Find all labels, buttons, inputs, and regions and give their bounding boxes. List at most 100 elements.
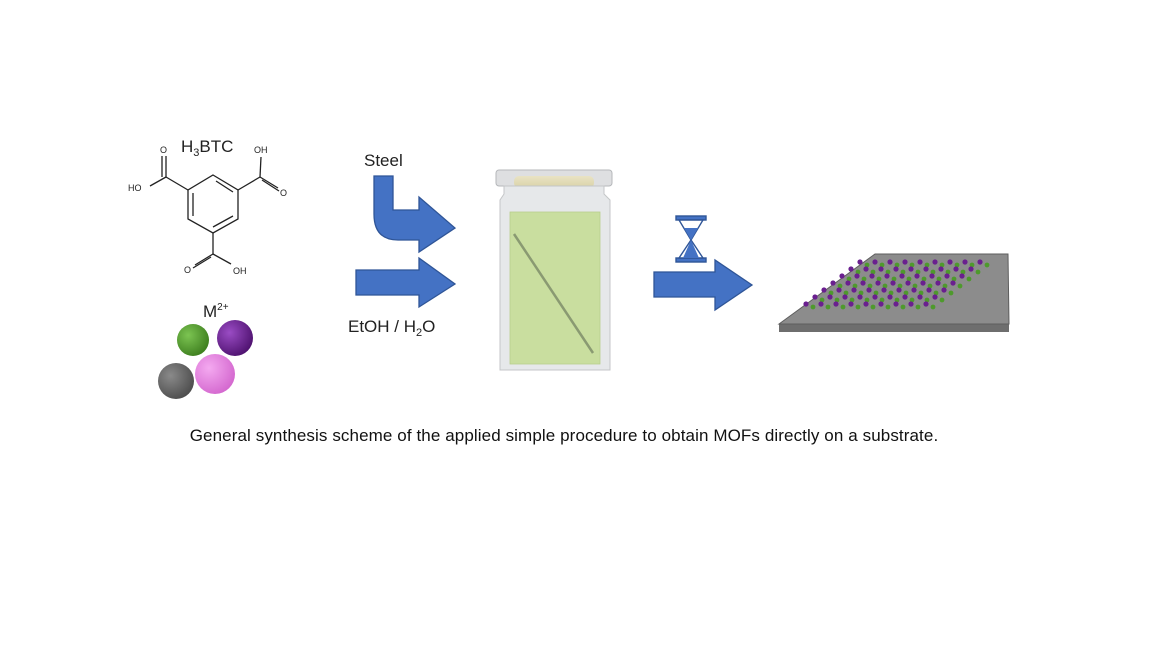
mof-node-purple [917,294,923,300]
mof-node-purple [920,280,926,286]
mof-node-purple [968,266,974,272]
mof-node-purple [878,266,884,272]
mof-node-purple [935,280,941,286]
mof-node-purple [902,294,908,300]
mof-node-purple [878,301,884,307]
mof-node-green [939,262,945,268]
mof-node-green [933,290,939,296]
mof-node-purple [812,294,818,300]
mof-node-green [930,269,936,275]
mof-node-purple [875,280,881,286]
mof-node-green [903,290,909,296]
metal-label: M2+ [203,302,229,321]
mof-node-purple [905,280,911,286]
mof-node-green [864,262,870,268]
mof-node-green [945,269,951,275]
mof-node-purple [950,280,956,286]
mof-node-green [954,262,960,268]
mof-node-purple [848,266,854,272]
mof-node-green [918,290,924,296]
mof-node-purple [842,294,848,300]
oh-bottom: OH [233,266,247,276]
mof-node-green [870,304,876,310]
mof-node-purple [944,273,950,279]
mof-node-purple [863,266,869,272]
h3btc-molecule [149,156,280,269]
mof-node-purple [899,273,905,279]
mof-node-purple [932,259,938,265]
mof-node-purple [938,266,944,272]
mof-node-green [891,276,897,282]
mof-node-green [930,304,936,310]
mof-node-green [882,283,888,289]
mof-node-green [879,262,885,268]
mof-node-green [927,283,933,289]
mof-node-green [957,283,963,289]
reaction-vial [495,169,613,371]
mof-node-green [909,297,915,303]
mof-node-purple [827,294,833,300]
metal-ions [158,320,253,399]
mof-node-green [924,262,930,268]
arrow-time [653,258,754,312]
mof-node-green [951,276,957,282]
mof-node-green [879,297,885,303]
mof-node-purple [833,301,839,307]
mof-node-green [825,304,831,310]
mof-node-purple [848,301,854,307]
mof-node-green [942,283,948,289]
mof-node-green [819,297,825,303]
mof-node-green [894,262,900,268]
mof-node-purple [923,301,929,307]
mof-crystal-pattern [803,259,990,310]
atom-o-bottom: O [184,265,191,275]
mof-node-purple [923,266,929,272]
mof-node-purple [839,273,845,279]
mof-node-green [867,283,873,289]
mof-node-green [849,297,855,303]
mof-node-green [924,297,930,303]
mof-node-purple [908,266,914,272]
mof-node-green [936,276,942,282]
mof-node-purple [821,287,827,293]
mof-node-purple [962,259,968,265]
mof-node-green [840,304,846,310]
mof-node-green [915,304,921,310]
mof-node-purple [884,273,890,279]
mof-node-purple [893,266,899,272]
mof-node-purple [926,287,932,293]
steel-wire [512,233,595,354]
mof-node-purple [941,287,947,293]
mof-node-purple [869,273,875,279]
metal-ion-purple [217,320,253,356]
mof-node-green [852,283,858,289]
mof-node-purple [851,287,857,293]
mof-node-green [969,262,975,268]
mof-node-purple [947,259,953,265]
mof-node-purple [854,273,860,279]
mof-node-green [900,304,906,310]
mof-node-green [876,276,882,282]
solvent-label: EtOH / H2O [348,317,435,339]
mof-node-green [906,276,912,282]
mof-node-purple [836,287,842,293]
mof-node-green [855,304,861,310]
mof-node-purple [863,301,869,307]
scheme-caption: General synthesis scheme of the applied … [189,426,939,445]
mof-node-green [855,269,861,275]
mof-node-green [858,290,864,296]
mof-substrate [777,253,1010,332]
mof-node-purple [803,301,809,307]
mof-node-green [915,269,921,275]
steel-label: Steel [364,151,403,170]
mof-node-green [888,290,894,296]
ho-left: HO [128,183,142,193]
metal-ion-pink [195,354,235,394]
mof-node-purple [902,259,908,265]
mof-node-green [894,297,900,303]
mof-node-purple [914,273,920,279]
mof-node-green [909,262,915,268]
mof-node-green [885,304,891,310]
mof-node-green [966,276,972,282]
